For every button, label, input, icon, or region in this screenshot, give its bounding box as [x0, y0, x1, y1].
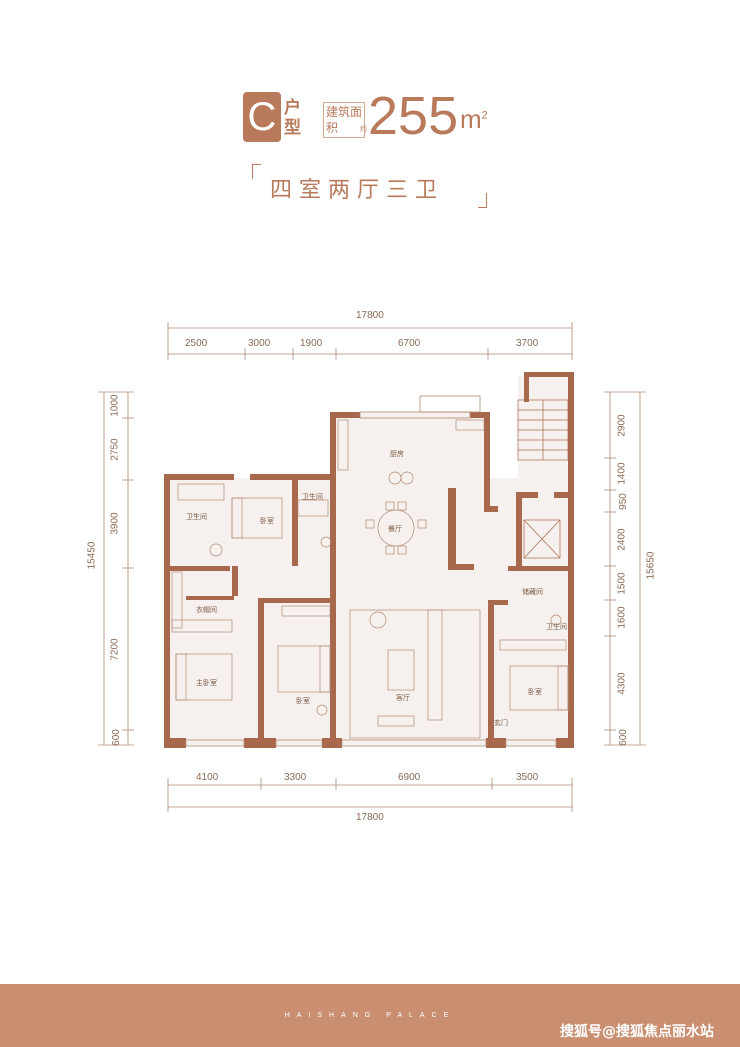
- floor-plan: [98, 322, 646, 812]
- layout-description: 四室两厅三卫: [270, 178, 445, 203]
- area-unit: m2: [460, 104, 488, 134]
- room-bath-left: 卫生间: [186, 513, 207, 521]
- dim-right-5: 1500: [616, 572, 628, 595]
- dim-top-1: 2500: [185, 338, 208, 349]
- room-kitchen: 厨房: [390, 450, 404, 458]
- windows: [185, 395, 557, 747]
- approx-label: 约: [360, 125, 367, 133]
- stairwell: [517, 399, 569, 559]
- dim-right-2: 1400: [616, 462, 628, 485]
- room-bedroom-nw: 卧室: [260, 517, 274, 525]
- dim-right-total: 15650: [645, 551, 657, 580]
- unit-type-badge: C: [243, 92, 281, 142]
- dim-right-4: 2400: [616, 528, 628, 551]
- room-storage: 储藏间: [522, 588, 543, 596]
- dim-right-3: 950: [617, 493, 629, 510]
- room-bath-right: 卫生间: [546, 623, 567, 631]
- area-value: 255: [368, 86, 459, 146]
- footer-band: [0, 984, 740, 1047]
- dimension-lines: [98, 322, 646, 812]
- dim-bottom-4: 3500: [516, 772, 539, 783]
- dim-right-8: 600: [617, 729, 629, 746]
- area-label: 建筑面积: [323, 102, 365, 138]
- dim-bottom-3: 6900: [398, 772, 421, 783]
- dim-right-1: 2900: [616, 414, 628, 437]
- dim-right-7: 4300: [616, 672, 628, 695]
- dim-top-5: 3700: [516, 338, 539, 349]
- room-closet: 衣帽间: [196, 606, 217, 614]
- bracket-left: [252, 164, 261, 179]
- brand-name: HAISHANG PALACE: [284, 1012, 456, 1019]
- room-bedroom-se: 卧室: [528, 688, 542, 696]
- dim-top-3: 1900: [300, 338, 323, 349]
- dim-top-4: 6700: [398, 338, 421, 349]
- dim-bottom-total: 17800: [356, 812, 384, 823]
- dim-left-4: 7200: [109, 638, 121, 661]
- room-bath-mid: 卫生间: [302, 493, 323, 501]
- dim-left-1: 1000: [109, 394, 121, 417]
- dim-top-2: 3000: [248, 338, 271, 349]
- dim-left-3: 3900: [109, 512, 121, 535]
- dim-left-5: 600: [110, 729, 122, 746]
- bracket-right: [478, 193, 487, 208]
- watermark: 搜狐号@搜狐焦点丽水站: [560, 1024, 714, 1040]
- dim-left-2: 2750: [109, 438, 121, 461]
- floor-fill: [168, 376, 572, 746]
- walls: [164, 372, 574, 748]
- dim-left-total: 15450: [86, 541, 98, 570]
- room-master: 主卧室: [196, 679, 217, 687]
- dim-bottom-1: 4100: [196, 772, 219, 783]
- room-bedroom-mid: 卧室: [296, 697, 310, 705]
- dim-top-total: 17800: [356, 310, 384, 321]
- dim-bottom-2: 3300: [284, 772, 307, 783]
- furniture: [171, 419, 569, 739]
- room-living: 客厅: [396, 694, 410, 702]
- dim-right-6: 1600: [616, 606, 628, 629]
- unit-type-suffix: 户型: [284, 98, 301, 138]
- room-entry: 玄门: [494, 719, 508, 727]
- room-dining: 餐厅: [388, 525, 402, 533]
